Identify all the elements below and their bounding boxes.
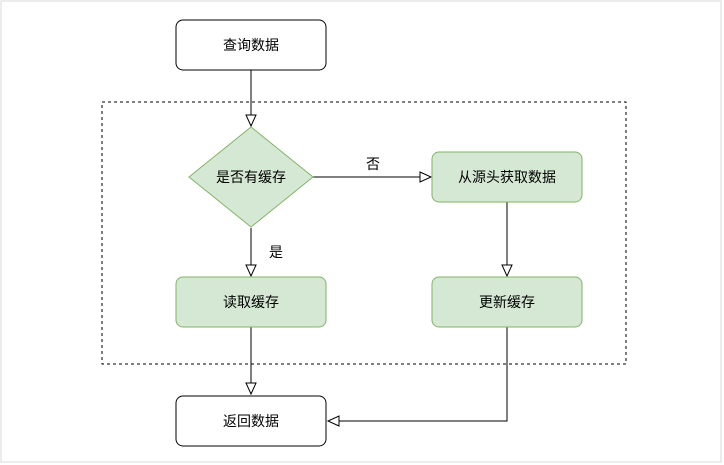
edge-label-yes: 是	[269, 245, 283, 261]
edge-update-to-return	[326, 327, 508, 427]
node-has-cache-decision: 是否有缓存	[188, 126, 314, 228]
node-fetch-source-label: 从源头获取数据	[458, 170, 556, 186]
node-fetch-source: 从源头获取数据	[431, 151, 583, 203]
node-query-data-label: 查询数据	[223, 38, 279, 54]
node-has-cache-label: 是否有缓存	[216, 170, 286, 186]
node-return-data-label: 返回数据	[223, 414, 279, 430]
node-return-data: 返回数据	[175, 395, 327, 447]
node-read-cache: 读取缓存	[175, 276, 327, 328]
edge-label-no: 否	[366, 157, 380, 173]
node-query-data: 查询数据	[175, 19, 327, 71]
node-read-cache-label: 读取缓存	[223, 294, 279, 311]
node-update-cache-label: 更新缓存	[479, 295, 535, 311]
cache-group-boundary	[101, 101, 627, 365]
node-update-cache: 更新缓存	[431, 276, 583, 328]
